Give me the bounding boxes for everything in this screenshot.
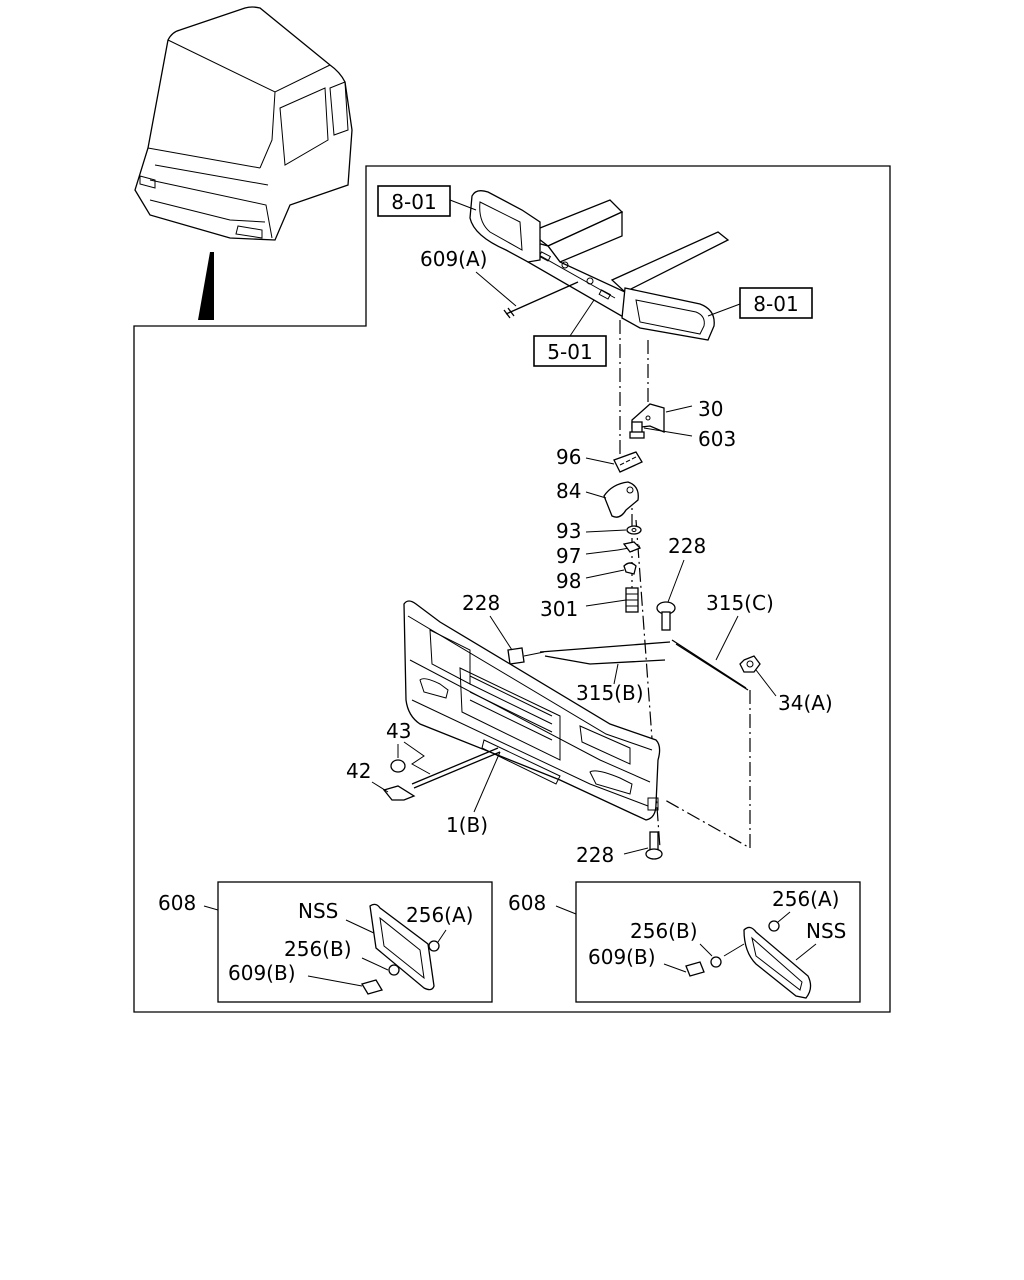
nut-43 [390,759,406,773]
ref-5-01-label: 5-01 [547,340,592,364]
label-43: 43 [386,719,411,743]
inset-left-256a: 256(A) [406,903,473,927]
label-1b: 1(B) [446,813,488,837]
label-315c: 315(C) [706,591,774,615]
washer-93 [626,525,642,535]
inset-right-nss: NSS [806,919,846,943]
clip-98 [623,562,637,575]
nss-plate-left [361,903,440,995]
bolt-603 [629,421,645,439]
nss-plate-right [685,920,812,999]
bolt-42 [382,785,416,801]
label-228-left: 228 [462,591,500,615]
nut-34a [739,655,761,673]
pin-97 [617,541,642,553]
inset-left-256b: 256(B) [284,937,352,961]
inset-right-256a: 256(A) [772,887,839,911]
label-97: 97 [556,544,581,568]
label-93: 93 [556,519,581,543]
stud-609a [505,281,579,315]
label-301: 301 [540,597,578,621]
label-228-bottom: 228 [576,843,614,867]
inset-right-608: 608 [508,891,546,915]
bolt-301 [625,587,639,613]
ref-8-01-right-label: 8-01 [753,292,798,316]
label-42: 42 [346,759,371,783]
label-315b: 315(B) [576,681,644,705]
label-30: 30 [698,397,723,421]
front-bumper [403,600,661,821]
frame-crossmember [525,199,730,319]
inset-left-nss: NSS [298,899,338,923]
block-96 [613,451,643,473]
inset-right-256b: 256(B) [630,919,698,943]
label-34a: 34(A) [778,691,833,715]
view-arrow [198,252,214,320]
truck-cab-illustration [134,6,353,320]
left-bumper-bracket [469,190,541,263]
inset-left-608: 608 [158,891,196,915]
label-98: 98 [556,569,581,593]
inset-left-609b: 609(B) [228,961,296,985]
ref-box-8-01-right [739,287,813,319]
bolt-228-bottom [645,831,663,860]
diagram-frame [133,165,891,1013]
inset-right-609b: 609(B) [588,945,656,969]
inset-right [575,881,861,1003]
hook-84 [603,481,639,518]
label-96: 96 [556,445,581,469]
bolt-228-top [656,601,676,631]
label-84: 84 [556,479,581,503]
label-609a: 609(A) [420,247,487,271]
right-bumper-bracket [621,287,715,341]
label-228-top: 228 [668,534,706,558]
label-603: 603 [698,427,736,451]
inset-left [217,881,493,1003]
ref-8-01-left-label: 8-01 [391,190,436,214]
bolt-228-left [507,647,545,665]
ref-box-8-01-left [377,185,451,217]
